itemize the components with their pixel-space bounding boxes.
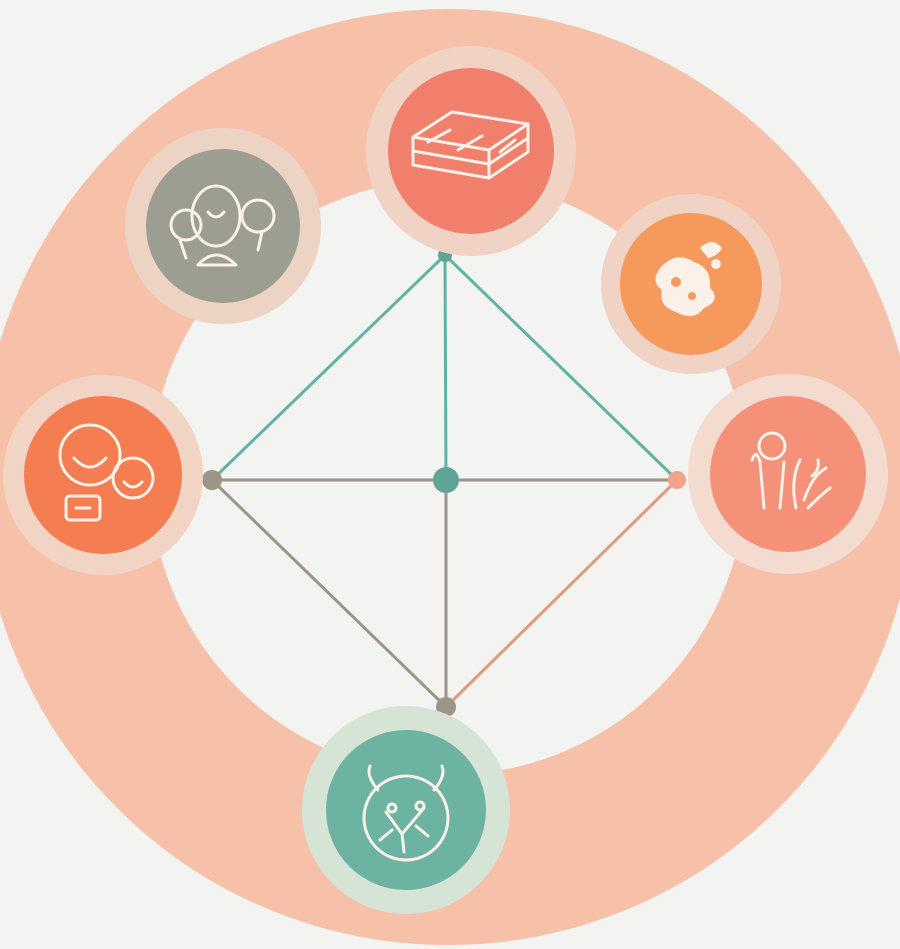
node-right [668,471,686,489]
node-left [202,470,222,490]
figure-with-coral-icon [688,374,888,574]
line-top-left [210,253,447,482]
smiling-faces-icon [3,375,203,575]
line-top-right [443,253,679,482]
connector-nodes [202,248,686,717]
layered-cake-icon [366,46,576,256]
node-center [433,467,459,493]
line-left-bottom [210,478,448,709]
line-top-center [443,254,448,481]
abstract-creature-icon [601,194,781,374]
horned-cracked-face-icon [302,706,510,914]
line-right-bottom [444,478,679,709]
connector-lines [210,253,679,709]
faces-group-icon [125,128,321,324]
node-bottom [436,697,456,717]
